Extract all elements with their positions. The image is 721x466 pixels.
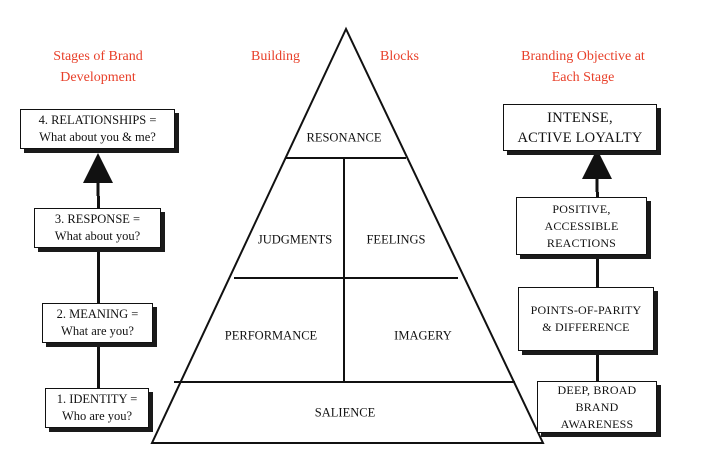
objective-reactions-line-2: ACCESSIBLE	[544, 218, 619, 233]
objective-awareness-line-3: AWARENESS	[560, 416, 634, 431]
objective-reactions-box: POSITIVE, ACCESSIBLE REACTIONS	[516, 197, 647, 255]
left-column-heading: Stages of Brand Development	[28, 46, 168, 88]
right-column-heading: Branding Objective at Each Stage	[508, 46, 658, 88]
left-heading-line-1: Stages of Brand	[53, 49, 143, 64]
stage-relationships-question: What about you & me?	[39, 130, 156, 144]
salience-label: SALIENCE	[314, 405, 376, 420]
blocks-heading: Blocks	[380, 49, 419, 64]
stage-response-title: 3. RESPONSE =	[54, 212, 141, 226]
stage-relationships-box: 4. RELATIONSHIPS = What about you & me?	[20, 109, 175, 149]
performance-label: PERFORMANCE	[224, 328, 318, 343]
left-connector-3	[97, 344, 100, 388]
right-connector-3	[596, 351, 599, 381]
right-heading-line-1: Branding Objective at	[521, 49, 645, 64]
right-connector-2	[596, 255, 599, 287]
objective-loyalty-box: INTENSE, ACTIVE LOYALTY	[503, 104, 657, 151]
stage-meaning-question: What are you?	[61, 324, 134, 338]
building-heading: Building	[251, 49, 301, 64]
feelings-label: FEELINGS	[366, 232, 426, 247]
objective-parity-line-2: & DIFFERENCE	[542, 320, 630, 334]
left-connector-2	[97, 249, 100, 303]
objective-awareness-line-1: DEEP, BROAD	[557, 382, 637, 397]
objective-parity-line-1: POINTS-OF-PARITY	[530, 303, 642, 317]
objective-loyalty-line-2: ACTIVE LOYALTY	[517, 129, 643, 146]
objective-reactions-line-1: POSITIVE,	[552, 201, 611, 216]
left-connector-1	[97, 196, 100, 208]
stage-response-box: 3. RESPONSE = What about you?	[34, 208, 161, 248]
objective-awareness-line-2: BRAND	[575, 399, 619, 414]
pyramid-outline	[150, 26, 545, 444]
stage-meaning-title: 2. MEANING =	[56, 307, 139, 321]
objective-parity-box: POINTS-OF-PARITY & DIFFERENCE	[518, 287, 654, 351]
stage-relationships-title: 4. RELATIONSHIPS =	[38, 113, 157, 127]
objective-reactions-line-3: REACTIONS	[546, 235, 617, 250]
objective-awareness-box: DEEP, BROAD BRAND AWARENESS	[537, 381, 657, 433]
stage-meaning-box: 2. MEANING = What are you?	[42, 303, 153, 343]
objective-loyalty-line-1: INTENSE,	[547, 109, 613, 126]
left-heading-line-2: Development	[60, 70, 136, 85]
stage-identity-box: 1. IDENTITY = Who are you?	[45, 388, 149, 428]
right-heading-line-2: Each Stage	[551, 70, 615, 85]
judgments-label: JUDGMENTS	[257, 232, 333, 247]
stage-identity-title: 1. IDENTITY =	[56, 392, 138, 406]
right-connector-1	[596, 192, 599, 198]
imagery-label: IMAGERY	[394, 328, 452, 343]
stage-response-question: What about you?	[54, 229, 141, 243]
resonance-label: RESONANCE	[306, 130, 382, 145]
stage-identity-question: Who are you?	[61, 409, 133, 423]
